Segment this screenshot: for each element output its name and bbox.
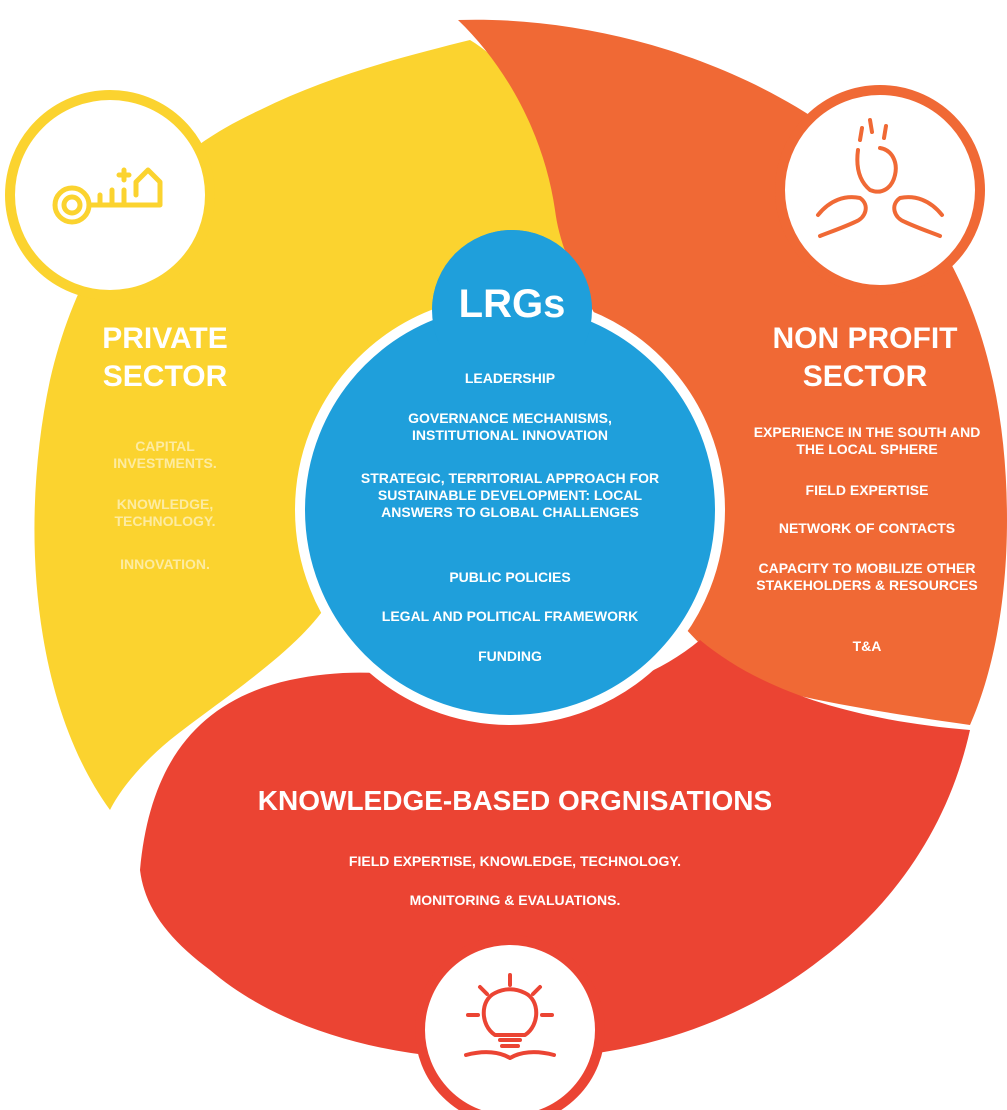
nonprofit-title-line2: SECTOR — [802, 360, 928, 393]
lrgs-title: LRGs — [458, 282, 566, 326]
lrgs-circle — [300, 300, 720, 720]
private-title-line2: SECTOR — [102, 360, 228, 393]
lrgs-item: GOVERNANCE MECHANISMS, INSTITUTIONAL INN… — [408, 410, 612, 443]
lrgs-bump-join — [440, 320, 584, 420]
joined-hands-icon — [816, 118, 944, 238]
private-item: KNOWLEDGE, TECHNOLOGY. — [114, 496, 216, 529]
private-item: INNOVATION. — [120, 556, 210, 572]
nonprofit-sector-title: NON PROFIT SECTOR — [760, 320, 970, 396]
nonprofit-item: NETWORK OF CONTACTS — [778, 520, 956, 536]
knowledge-petal — [140, 640, 970, 1060]
nonprofit-item: CAPACITY TO MOBILIZE OTHER STAKEHOLDERS … — [756, 560, 978, 593]
knowledge-item: MONITORING & EVALUATIONS. — [409, 892, 621, 908]
lrgs-item: LEGAL AND POLITICAL FRAMEWORK — [381, 608, 639, 624]
nonprofit-title-line1: NON PROFIT — [772, 322, 958, 355]
lrgs-item: PUBLIC POLICIES — [449, 569, 571, 585]
private-sector-title: PRIVATE SECTOR — [70, 320, 260, 396]
nonprofit-item: EXPERIENCE IN THE SOUTH AND THE LOCAL SP… — [753, 424, 981, 457]
nonprofit-item: T&A — [852, 638, 882, 654]
private-item: CAPITAL INVESTMENTS. — [113, 438, 217, 471]
nonprofit-item: FIELD EXPERTISE — [805, 482, 929, 498]
knowledge-item: FIELD EXPERTISE, KNOWLEDGE, TECHNOLOGY. — [348, 853, 682, 869]
lrgs-item: FUNDING — [478, 648, 542, 664]
key-house-icon — [52, 167, 163, 225]
private-title-line1: PRIVATE — [102, 322, 228, 355]
knowledge-title: KNOWLEDGE-BASED ORGNISATIONS — [257, 785, 773, 816]
knowledge-icon-circle — [415, 935, 605, 1110]
lightbulb-book-icon — [464, 973, 556, 1060]
lrgs-item: LEADERSHIP — [464, 370, 556, 386]
lrgs-item: STRATEGIC, TERRITORIAL APPROACH FOR SUST… — [360, 470, 660, 520]
